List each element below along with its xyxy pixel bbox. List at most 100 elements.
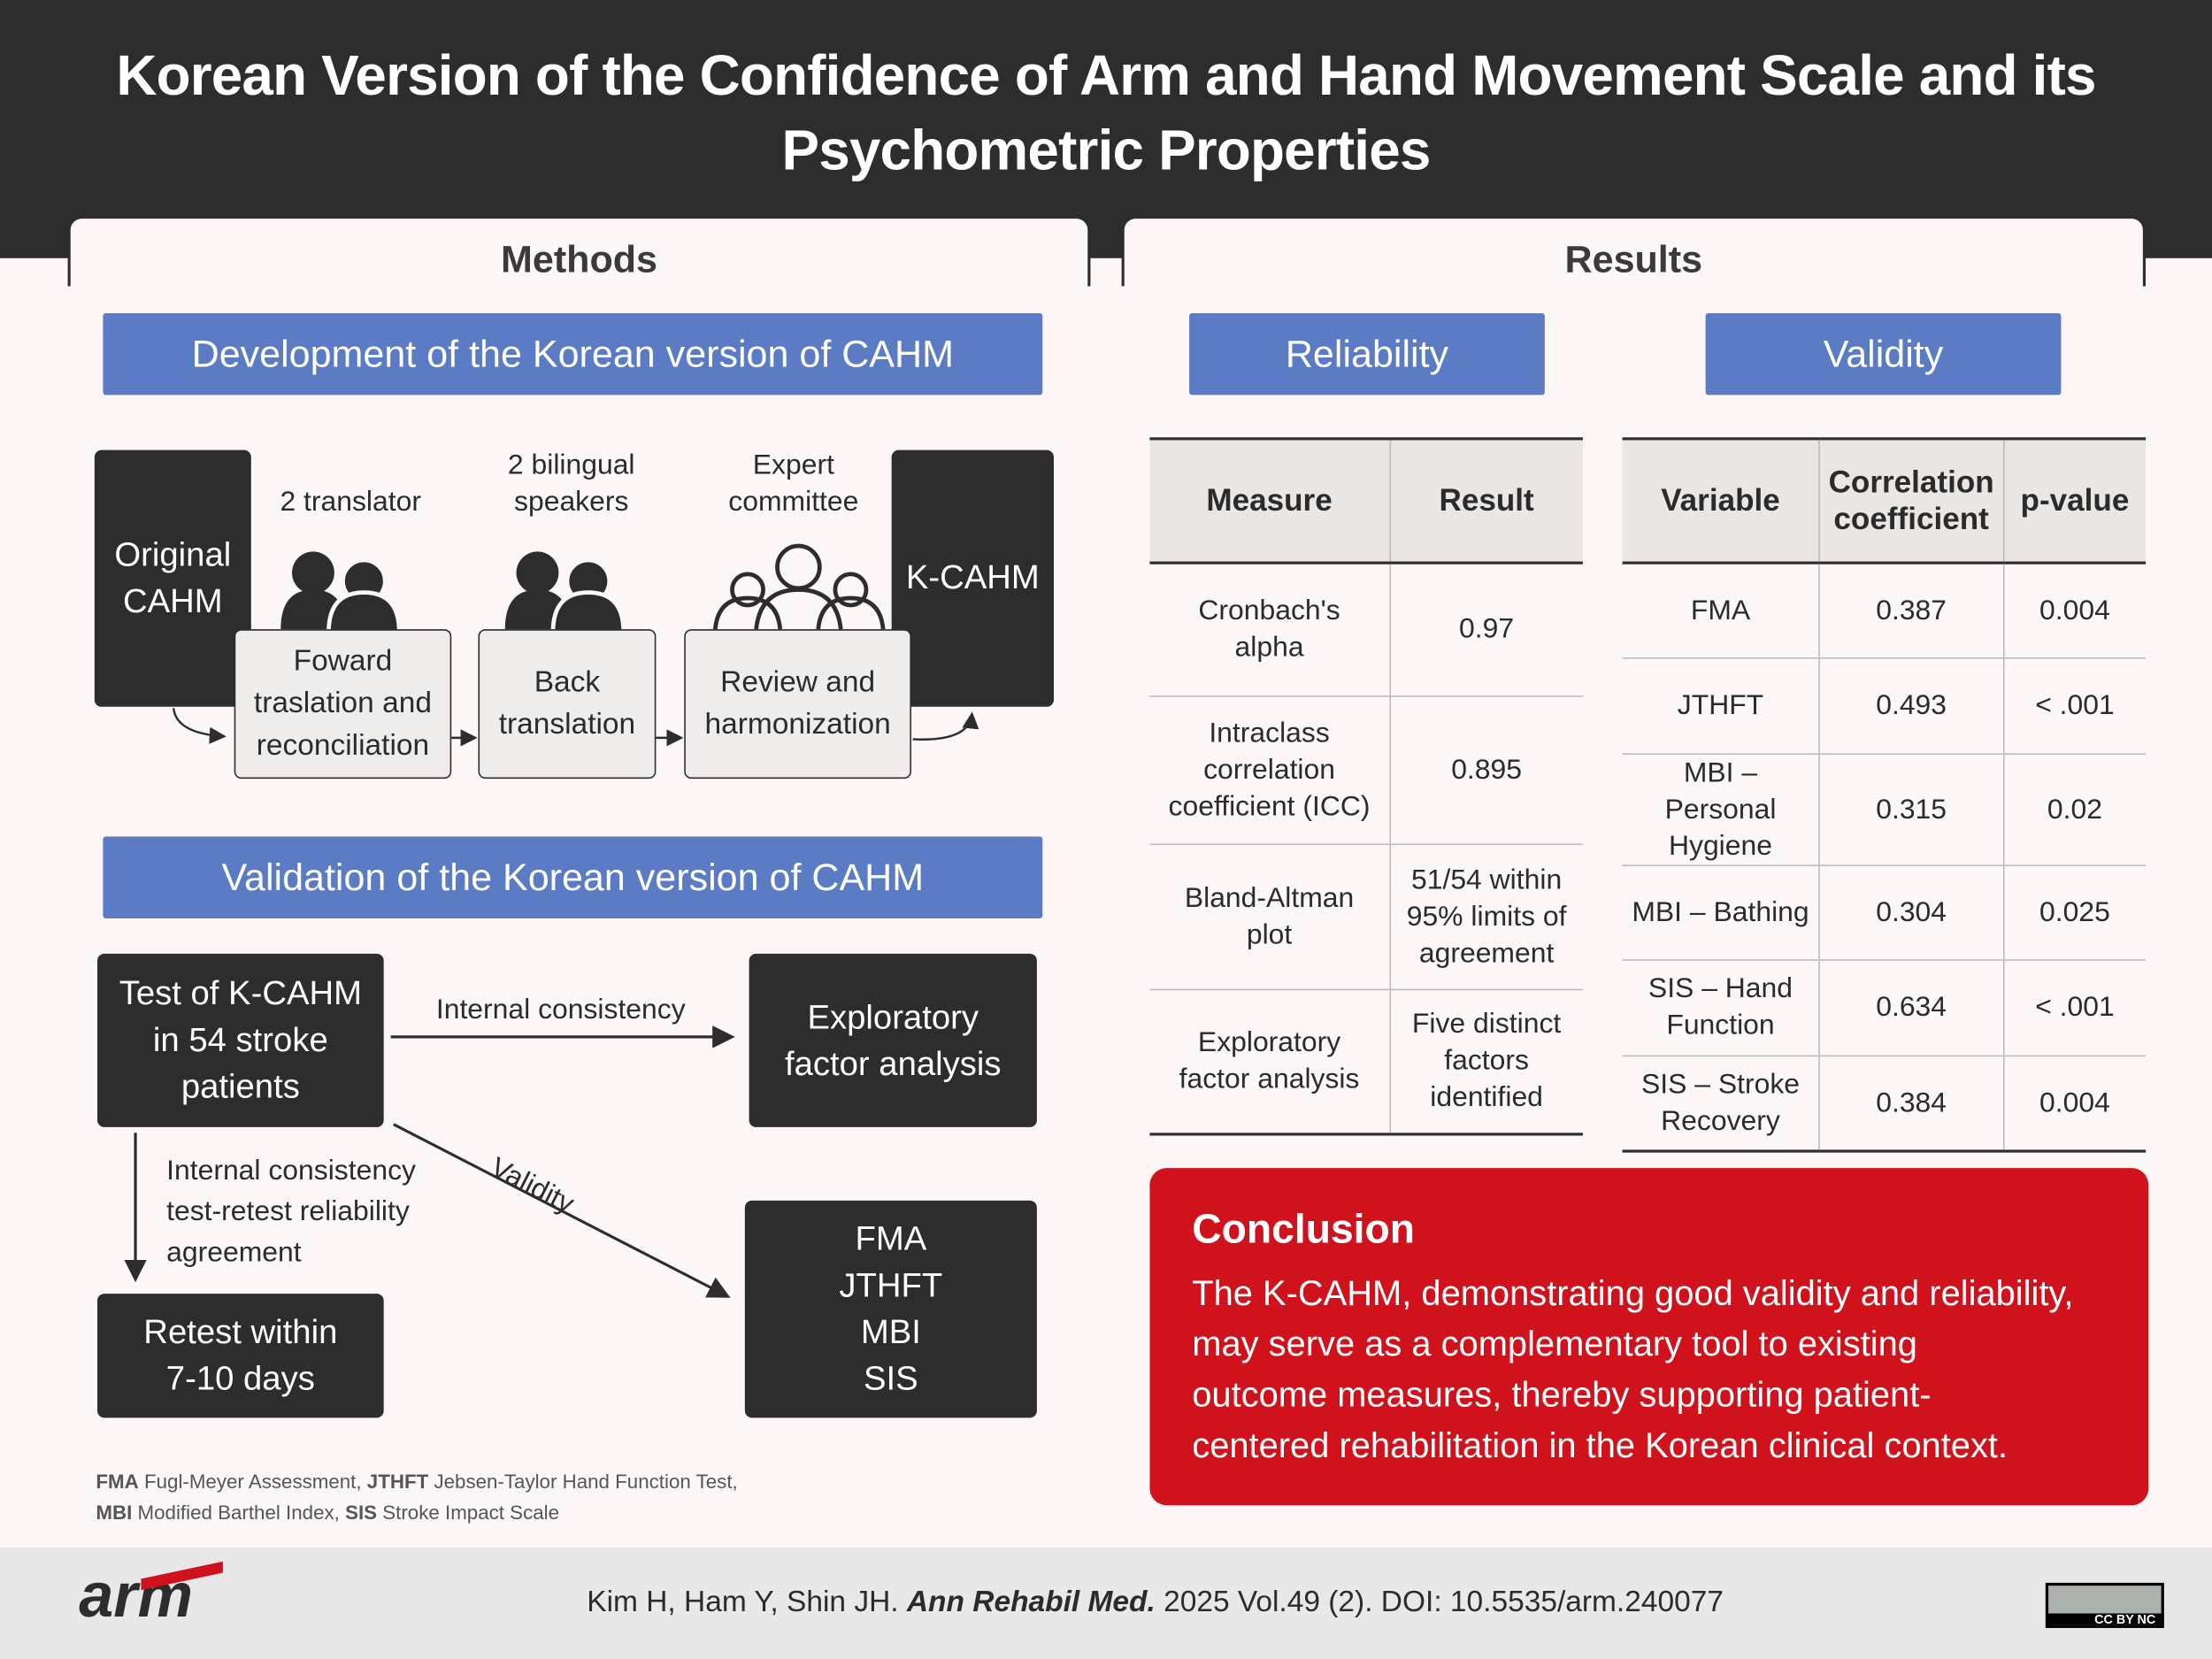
label: Foward <box>293 644 393 678</box>
results-tab: Results <box>1121 215 2147 287</box>
table-cell: < .001 <box>2002 959 2147 1056</box>
label: Internal consistency <box>166 1155 416 1187</box>
line: Intraclass <box>1209 717 1330 749</box>
title-line: Korean Version of the Confidence of Arm … <box>116 45 2096 108</box>
label: 2 bilingual <box>507 449 635 481</box>
table-cell: 0.025 <box>2002 864 2147 961</box>
line: SIS – Stroke <box>1640 1068 1801 1100</box>
label: speakers <box>514 487 629 518</box>
line: MBI – Bathing <box>1632 896 1809 928</box>
table-cell: 0.315 <box>1818 753 2004 866</box>
line: agreement <box>1418 937 1555 969</box>
line: centered rehabilitation in the Korean cl… <box>1192 1425 2008 1466</box>
label: MBI <box>860 1313 921 1352</box>
validity-header: Validity <box>1705 312 2062 396</box>
label: Retest within <box>143 1313 338 1352</box>
line: JTHFT <box>1677 690 1764 722</box>
table-cell: 0.387 <box>1818 563 2004 659</box>
doi: 2025 Vol.49 (2). DOI: 10.5535/arm.240077 <box>1155 1586 1724 1618</box>
line: Five distinct <box>1411 1009 1562 1041</box>
line: factors <box>1444 1045 1529 1077</box>
line: Correlation <box>1828 464 1994 500</box>
table-cell: 0.895 <box>1388 695 1583 845</box>
text: Fugl-Meyer Assessment, <box>138 1470 367 1493</box>
table-cell: 0.97 <box>1388 563 1583 696</box>
table-cell: Intraclass correlation coefficient (ICC) <box>1149 695 1390 845</box>
line: 0.97 <box>1459 613 1515 646</box>
label: reconciliation <box>256 729 430 762</box>
text: Modified Barthel Index, <box>132 1501 346 1524</box>
retest-box: Retest within 7-10 days <box>97 1294 384 1418</box>
label: 7-10 days <box>165 1360 315 1399</box>
table-cell: Five distinct factors identified <box>1388 988 1583 1136</box>
line: MBI – Personal <box>1664 757 1777 825</box>
line: FMA <box>1690 595 1751 626</box>
actor-label: 2 bilingual speakers <box>458 447 684 520</box>
table-row: Intraclass correlation coefficient (ICC) 0.… <box>1149 695 1583 845</box>
table-cell: 0.004 <box>2002 1055 2147 1152</box>
table-cell: JTHFT <box>1622 657 1820 755</box>
abbr: JTHFT <box>366 1470 429 1493</box>
line: Exploratory <box>1197 1027 1341 1059</box>
line: alpha <box>1234 632 1304 664</box>
label: CAHM <box>122 582 223 621</box>
line: Recovery <box>1661 1105 1780 1137</box>
line: correlation <box>1203 754 1335 786</box>
line: coefficient <box>1833 501 1989 536</box>
line: Variable <box>1661 482 1780 518</box>
arrow-label-internal-consistency: Internal consistency <box>435 995 686 1026</box>
column-header: Variable <box>1622 437 1820 565</box>
label: test-retest reliability <box>166 1196 410 1228</box>
committee-icon <box>712 543 886 630</box>
translators-icon <box>280 551 402 634</box>
line: 0.895 <box>1451 754 1523 786</box>
line: 51/54 within <box>1410 864 1563 895</box>
line: Hygiene <box>1668 830 1772 862</box>
label: factor analysis <box>784 1044 1002 1083</box>
label: committee <box>728 487 859 518</box>
label: traslation and <box>253 687 432 720</box>
label: Back <box>534 665 601 699</box>
line: may serve as a complementary tool to exi… <box>1192 1325 1917 1364</box>
line: SIS – Hand <box>1647 973 1793 1005</box>
actor-label: 2 translator <box>234 484 467 520</box>
label: FMA <box>855 1220 927 1259</box>
text: Jebsen-Taylor Hand Function Test, <box>428 1470 738 1493</box>
citation: Kim H, Ham Y, Shin JH. Ann Rehabil Med. … <box>587 1586 1724 1619</box>
table-cell: FMA <box>1622 563 1820 659</box>
forward-translation-box: Foward traslation and reconciliation <box>234 629 452 780</box>
bilingual-speakers-icon <box>504 551 626 634</box>
conclusion-title: Conclusion <box>1192 1207 1416 1253</box>
table-cell: 0.384 <box>1818 1055 2004 1152</box>
reliability-header: Reliability <box>1189 312 1545 396</box>
line: coefficient (ICC) <box>1168 790 1371 822</box>
table-cell: MBI – Bathing <box>1622 864 1820 961</box>
header-bar <box>0 0 2212 258</box>
label: 2 translator <box>280 487 421 518</box>
abbr: MBI <box>96 1501 133 1524</box>
line: Function <box>1666 1010 1775 1042</box>
line: Bland-Altman <box>1184 882 1355 914</box>
line: identified <box>1430 1082 1543 1114</box>
column-header: p-value <box>2002 437 2147 565</box>
development-header: Development of the Korean version of CAH… <box>103 312 1043 396</box>
